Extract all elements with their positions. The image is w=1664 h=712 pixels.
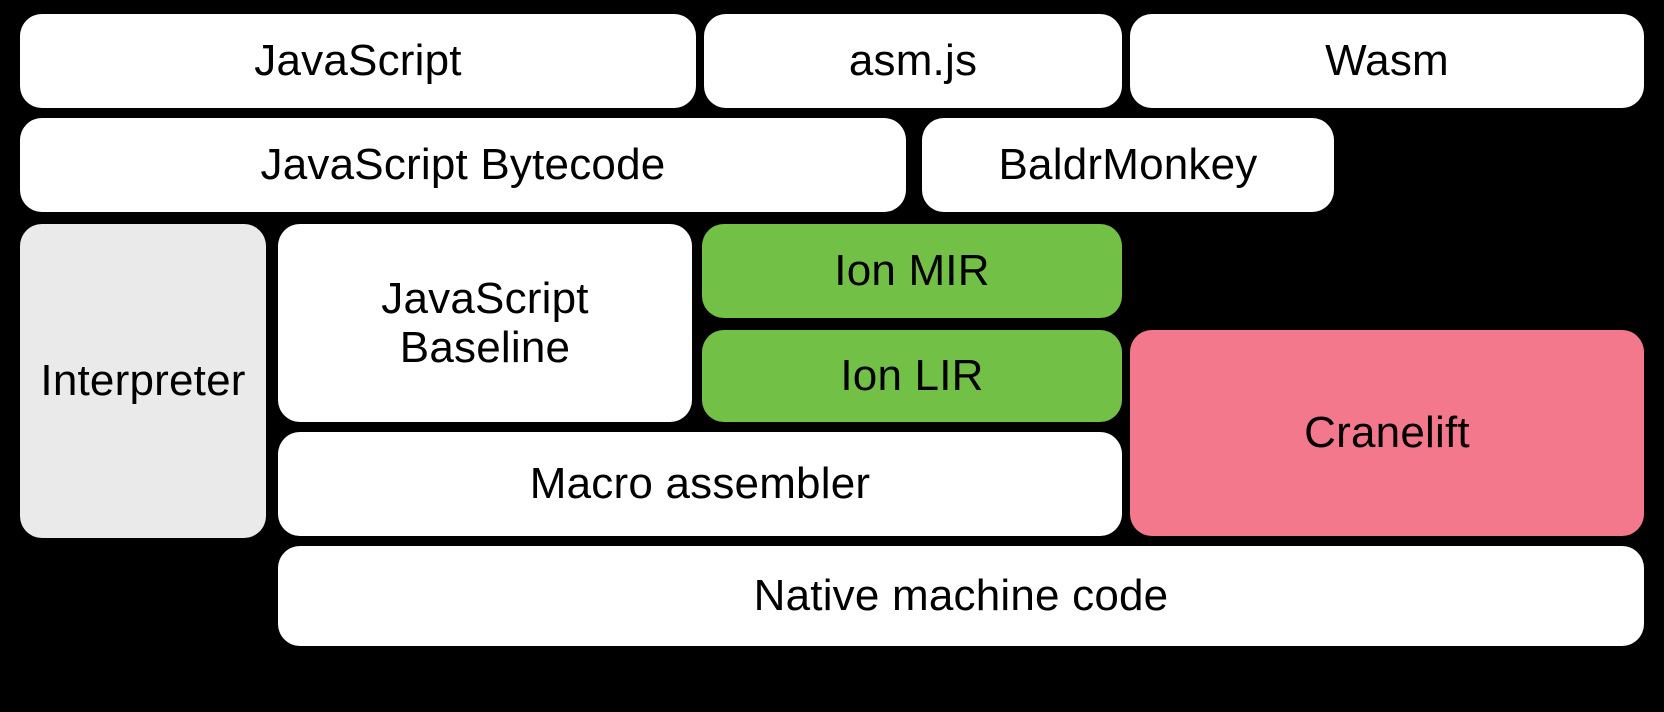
node-baldrmonkey[interactable]: BaldrMonkey [922, 118, 1334, 212]
node-javascript[interactable]: JavaScript [20, 14, 696, 108]
node-wasm[interactable]: Wasm [1130, 14, 1644, 108]
node-ion-lir[interactable]: Ion LIR [702, 330, 1122, 422]
node-macro-assembler[interactable]: Macro assembler [278, 432, 1122, 536]
node-cranelift[interactable]: Cranelift [1130, 330, 1644, 536]
node-javascript-bytecode[interactable]: JavaScript Bytecode [20, 118, 906, 212]
node-ion-mir[interactable]: Ion MIR [702, 224, 1122, 318]
node-asm-js[interactable]: asm.js [704, 14, 1122, 108]
node-native-machine-code[interactable]: Native machine code [278, 546, 1644, 646]
node-interpreter[interactable]: Interpreter [20, 224, 266, 538]
node-javascript-baseline[interactable]: JavaScript Baseline [278, 224, 692, 422]
